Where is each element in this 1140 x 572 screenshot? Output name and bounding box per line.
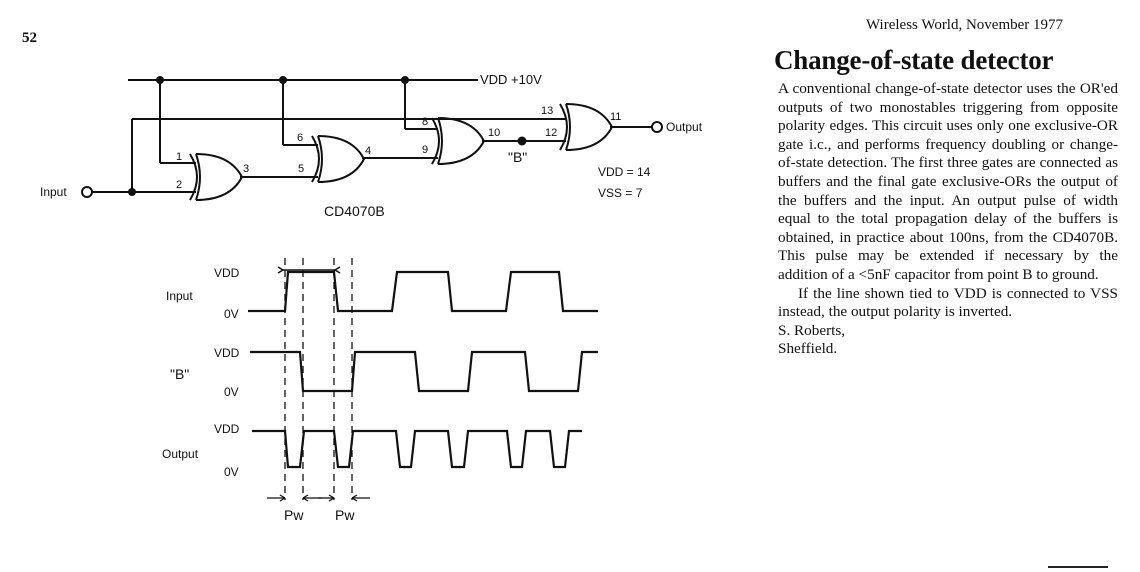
output-vdd-label: VDD (214, 422, 240, 436)
ic-label: CD4070B (324, 203, 385, 219)
footer-rule (1048, 566, 1108, 568)
node-b-label: "B" (508, 149, 527, 165)
pw-label-1: Pw (284, 507, 304, 523)
running-head: Wireless World, November 1977 (866, 17, 1064, 33)
supply-label: VDD +10V (480, 72, 542, 87)
pin-9: 9 (422, 144, 428, 156)
output-0v-label: 0V (224, 465, 239, 479)
author-name: S. Roberts, (778, 321, 846, 339)
input-label: Input (40, 185, 67, 199)
author-location: Sheffield. (778, 340, 838, 358)
pw-label-2: Pw (335, 507, 355, 523)
pin-8: 8 (422, 116, 428, 128)
b-row-label: "B" (170, 366, 189, 382)
article-body: A conventional change-of-state detector … (778, 80, 1118, 359)
article-paragraph-2: If the line shown tied to VDD is connect… (778, 284, 1118, 321)
b-0v-label: 0V (224, 385, 239, 399)
page-number: 52 (22, 30, 37, 46)
vdd-pin-label: VDD = 14 (598, 165, 651, 179)
pin-12: 12 (545, 127, 557, 139)
input-row-label: Input (166, 289, 193, 303)
pin-2: 2 (176, 179, 182, 191)
output-label: Output (666, 120, 703, 134)
output-row-label: Output (162, 447, 199, 461)
b-vdd-label: VDD (214, 346, 240, 360)
timing-diagram: VDD Input 0V VDD "B" 0V VDD Output 0V Pw… (162, 258, 598, 523)
input-0v-label: 0V (224, 307, 239, 321)
pin-13: 13 (541, 105, 553, 117)
pin-3: 3 (243, 163, 249, 175)
article-title: Change-of-state detector (774, 45, 1054, 75)
article-paragraph-1: A conventional change-of-state detector … (778, 80, 1118, 283)
vss-pin-label: VSS = 7 (598, 186, 643, 200)
pin-6: 6 (297, 132, 303, 144)
input-vdd-label: VDD (214, 266, 240, 280)
pin-1: 1 (176, 151, 182, 163)
pin-11: 11 (610, 111, 621, 123)
pin-10: 10 (488, 127, 500, 139)
pin-5: 5 (298, 163, 304, 175)
pin-4: 4 (365, 145, 371, 157)
circuit-schematic: VDD +10V Input Output CD4070B "B" VDD = … (40, 72, 703, 219)
